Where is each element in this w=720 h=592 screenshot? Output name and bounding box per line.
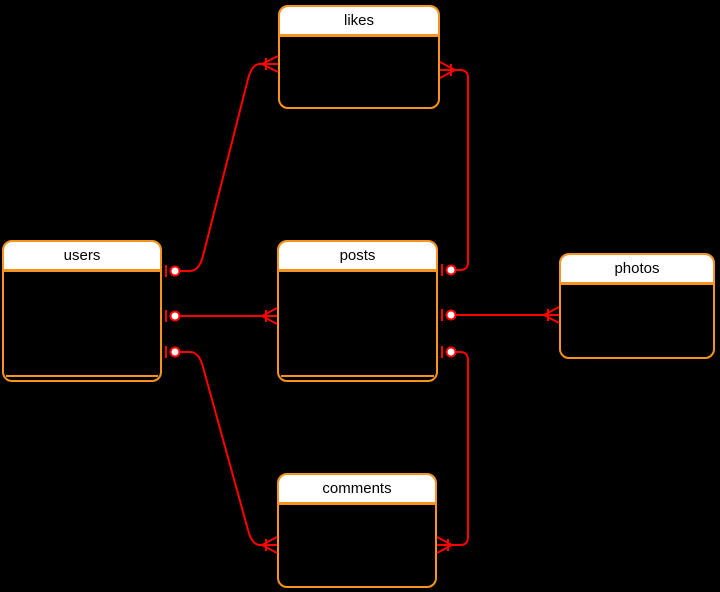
entity-posts-row-divider [281,375,434,377]
crow-foot-many-marker-icon [261,55,279,73]
zero-or-one-marker-icon [441,309,457,321]
zero-or-one-marker-icon [441,264,457,276]
edge-line [452,351,469,546]
edge-line [180,351,262,546]
entity-posts-title: posts [339,247,376,264]
zero-or-one-marker-icon [165,265,181,277]
edge-posts-likes[interactable] [439,61,469,276]
crow-foot-many-marker-icon [261,307,278,325]
entity-photos-header: photos [561,255,713,285]
entity-users-header: users [4,242,160,272]
edge-users-posts[interactable] [165,307,278,325]
entity-photos-title: photos [614,260,660,277]
edge-users-likes[interactable] [165,55,279,277]
crow-foot-many-marker-icon [543,306,560,324]
crow-foot-many-marker-icon [439,61,456,79]
entity-users-title: users [63,247,101,264]
entity-users[interactable]: users [2,240,162,382]
entity-likes-header: likes [280,7,438,37]
edge-posts-photos[interactable] [441,306,560,324]
zero-or-one-marker-icon [165,310,181,322]
zero-or-one-marker-icon [441,346,457,358]
entity-comments-title: comments [322,480,392,497]
entity-likes-title: likes [343,12,374,29]
entity-posts[interactable]: posts [277,240,438,382]
crow-foot-many-marker-icon [436,536,453,554]
entity-comments[interactable]: comments [277,473,437,588]
edge-line [180,63,262,272]
crow-foot-many-marker-icon [261,536,278,554]
edge-users-comments[interactable] [165,346,278,554]
edge-line [455,69,469,271]
edge-posts-comments[interactable] [436,346,469,554]
entity-photos[interactable]: photos [559,253,715,359]
entity-likes[interactable]: likes [278,5,440,109]
entity-users-row-divider [6,375,158,377]
zero-or-one-marker-icon [165,346,181,358]
entity-comments-header: comments [279,475,435,505]
entity-posts-header: posts [279,242,436,272]
